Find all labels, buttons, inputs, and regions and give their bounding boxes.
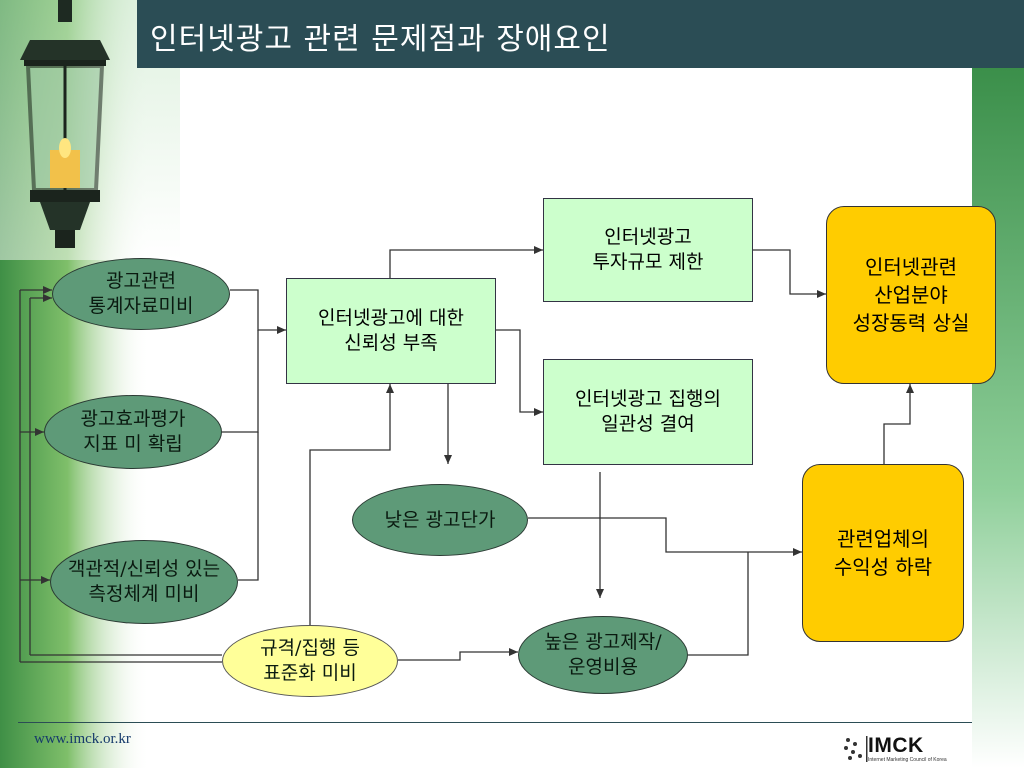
- lantern-image: [20, 0, 110, 248]
- node-lowprice: 낮은 광고단가: [352, 484, 528, 556]
- imck-logo-icon: [844, 736, 868, 762]
- page-title: 인터넷광고 관련 문제점과 장애요인: [150, 22, 611, 57]
- title-bar: [137, 0, 1024, 68]
- imck-logo-subtitle: Internet Marketing Council of Korea: [868, 757, 947, 763]
- node-highcost: 높은 광고제작/운영비용: [518, 616, 688, 694]
- footer-url: www.imck.or.kr: [34, 731, 131, 747]
- imck-logo-text: IMCK: [868, 734, 924, 757]
- footer-divider: [18, 722, 972, 723]
